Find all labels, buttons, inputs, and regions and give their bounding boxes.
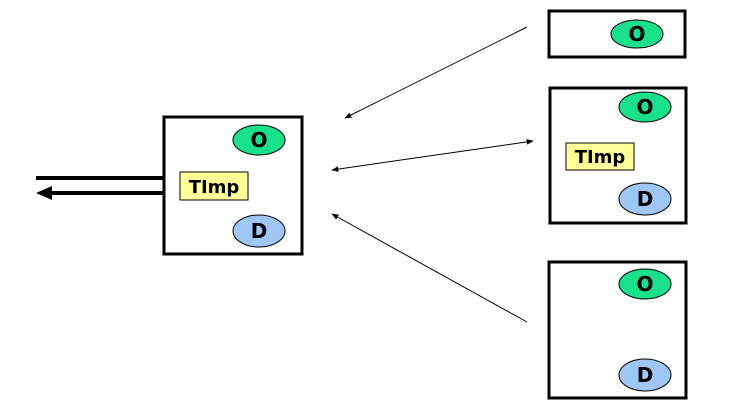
right-bottom-data-ellipse	[618, 358, 672, 392]
central-object-label: O	[250, 128, 267, 152]
right-bottom-data-label: D	[637, 363, 654, 387]
arrow-bottom-to-center	[331, 213, 528, 323]
right-middle-timp-box	[565, 142, 635, 171]
right-bottom-object-ellipse	[618, 268, 672, 300]
central-timp-label: TImp	[189, 177, 240, 198]
connector-arrows	[331, 26, 534, 323]
central-timp-box	[179, 171, 249, 201]
right-middle-object-label: O	[636, 95, 653, 119]
right-top-node: O	[547, 9, 687, 59]
right-middle-data-label: D	[637, 187, 654, 211]
right-top-object-label: O	[628, 22, 645, 46]
right-bottom-object-label: O	[636, 272, 653, 296]
central-object-ellipse	[232, 124, 286, 156]
right-middle-node: O TImp D	[548, 86, 688, 225]
right-middle-object-ellipse	[618, 91, 672, 123]
right-middle-timp-label: TImp	[575, 147, 626, 168]
right-middle-data-ellipse	[618, 182, 672, 216]
central-data-label: D	[251, 219, 268, 243]
outbound-arrowhead	[36, 186, 52, 200]
external-io-arrows	[36, 172, 182, 200]
right-top-object-ellipse	[610, 19, 664, 49]
central-data-ellipse	[232, 214, 286, 248]
central-node: O TImp D	[162, 115, 304, 256]
right-bottom-node: O D	[547, 260, 688, 400]
arrow-middle-bidirectional	[331, 139, 534, 172]
arrow-top-to-center	[344, 26, 528, 119]
